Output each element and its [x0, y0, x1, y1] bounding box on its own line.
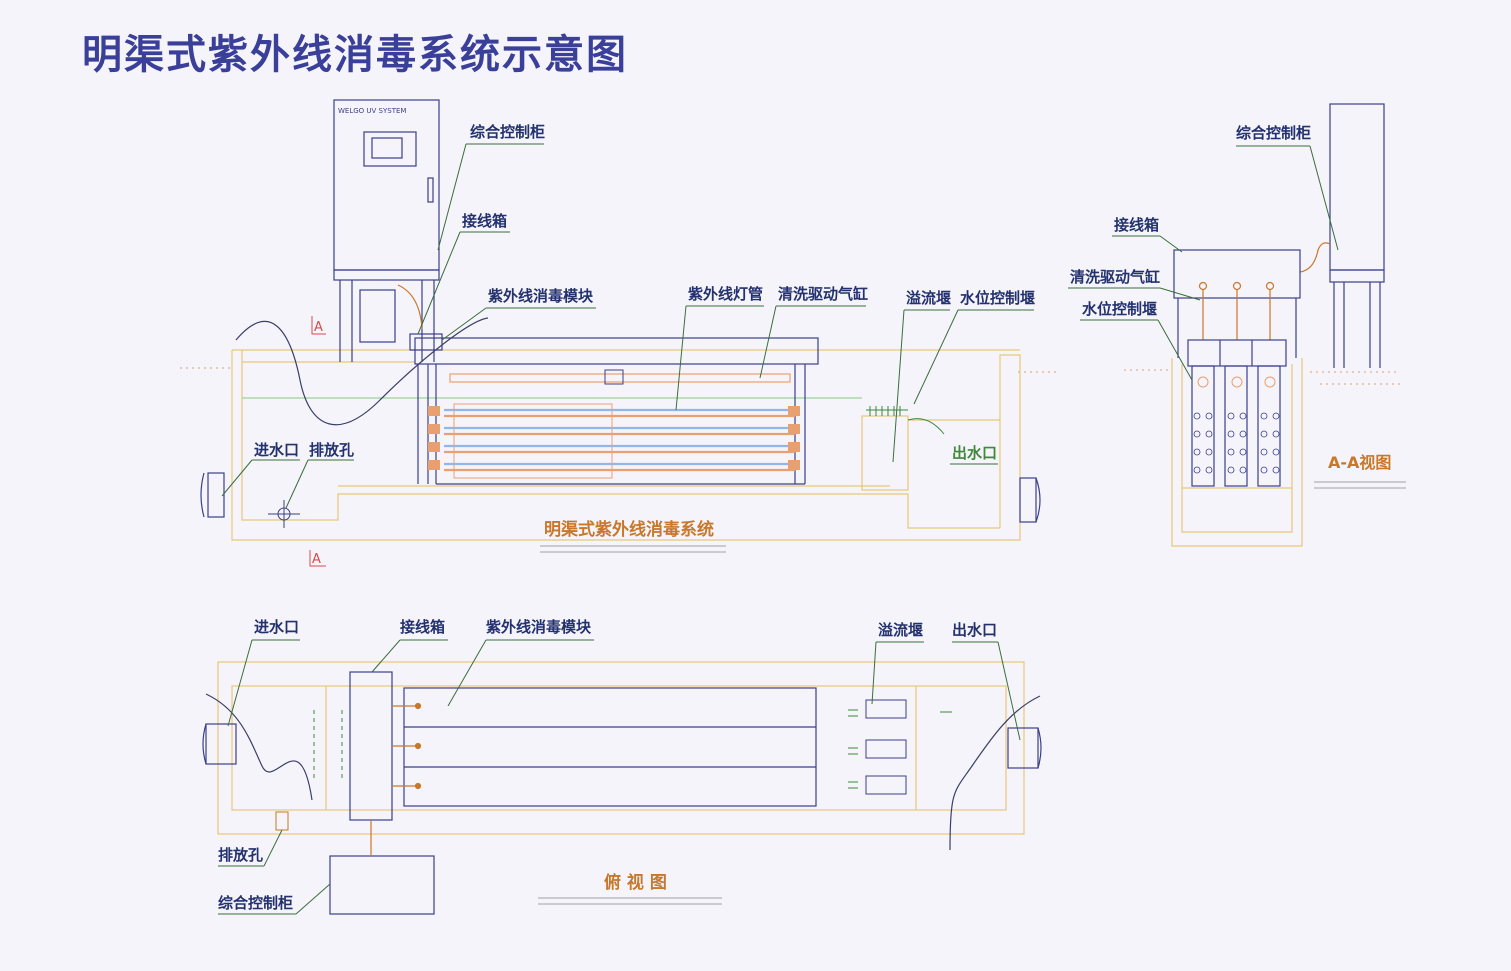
label-cleaning-cylinder: 清洗驱动气缸	[778, 285, 868, 303]
top-weirs	[865, 699, 907, 795]
junction-box	[409, 333, 443, 351]
top-label-uv-module: 紫外线消毒模块	[486, 618, 592, 636]
section-modules	[1187, 339, 1287, 487]
page-title: 明渠式紫外线消毒系统示意图	[82, 32, 628, 78]
cleaning-cylinder	[449, 369, 791, 385]
control-cabinet	[333, 99, 440, 362]
overflow-weir-comb	[866, 406, 908, 416]
top-label-junction-box: 接线箱	[400, 618, 445, 636]
cabinet-brand: WELGO UV SYSTEM	[338, 107, 406, 115]
svg-text:A: A	[314, 320, 323, 335]
top-leaders	[218, 639, 1021, 915]
top-break-line-right	[949, 695, 1041, 851]
wiper-frame	[453, 403, 613, 479]
section-marker-top: A	[311, 316, 326, 335]
top-label-overflow-weir: 溢流堰	[878, 621, 923, 639]
section-ground-hatch	[1124, 369, 1400, 385]
top-channel	[217, 661, 1025, 835]
section-label-control-cabinet: 综合控制柜	[1236, 124, 1311, 142]
outlet-pipe	[1019, 477, 1041, 523]
section-label-junction-box: 接线箱	[1114, 216, 1159, 234]
top-connectors	[392, 702, 422, 790]
top-baffles	[313, 710, 343, 782]
label-uv-module: 紫外线消毒模块	[488, 287, 594, 305]
side-view: WELGO UV SYSTEM	[180, 99, 1060, 567]
lamp-end-caps	[428, 406, 800, 470]
label-control-cabinet: 综合控制柜	[470, 123, 545, 141]
label-junction-box: 接线箱	[462, 212, 507, 230]
inlet-pipe	[200, 472, 225, 518]
top-label-outlet: 出水口	[952, 621, 997, 639]
top-view: 进水口 接线箱 紫外线消毒模块 溢流堰 出水口 排放孔 综合控制柜 俯 视 图	[202, 618, 1042, 915]
channel-structure	[231, 349, 1021, 541]
top-control-cabinet	[329, 855, 435, 915]
section-marker-bottom: A	[309, 550, 326, 567]
weir-overflow-curve	[907, 418, 945, 435]
top-uv-module	[403, 687, 817, 807]
svg-text:A: A	[312, 552, 321, 567]
top-outlet-pipe	[1007, 727, 1042, 769]
side-leaders	[221, 143, 1034, 509]
section-lamp-dots	[1197, 376, 1276, 388]
section-channel	[1171, 358, 1303, 547]
top-inlet-pipe	[202, 723, 237, 765]
top-drain	[275, 811, 289, 831]
top-break-line-left	[205, 693, 313, 801]
top-label-control-cabinet: 综合控制柜	[218, 894, 293, 912]
top-junction-box	[349, 671, 393, 821]
side-view-caption: 明渠式紫外线消毒系统	[544, 519, 714, 540]
top-label-drain: 排放孔	[218, 846, 263, 864]
drain-symbol	[268, 500, 300, 528]
label-drain: 排放孔	[309, 441, 354, 459]
ground-hatch	[180, 367, 1060, 373]
label-uv-lamp: 紫外线灯管	[688, 285, 763, 303]
section-lamp-grid	[1193, 412, 1280, 474]
break-line	[235, 317, 489, 426]
label-level-weir: 水位控制堰	[960, 289, 1035, 307]
section-label-cleaning-cylinder: 清洗驱动气缸	[1070, 268, 1160, 286]
section-leaders	[1068, 145, 1339, 381]
section-view: 综合控制柜 接线箱 清洗驱动气缸 水位控制堰 A-A视图	[1068, 103, 1406, 547]
top-view-caption: 俯 视 图	[604, 872, 667, 893]
label-inlet: 进水口	[254, 441, 299, 459]
section-cable	[1299, 242, 1331, 273]
top-weir-marks	[848, 709, 952, 789]
label-outlet: 出水口	[952, 444, 997, 462]
label-overflow-weir: 溢流堰	[906, 289, 951, 307]
section-control-cabinet	[1329, 103, 1385, 368]
top-label-inlet: 进水口	[254, 618, 299, 636]
section-label-level-weir: 水位控制堰	[1082, 300, 1157, 318]
section-cylinders	[1198, 281, 1275, 340]
uv-lamps	[444, 408, 795, 472]
section-view-caption: A-A视图	[1328, 453, 1391, 472]
